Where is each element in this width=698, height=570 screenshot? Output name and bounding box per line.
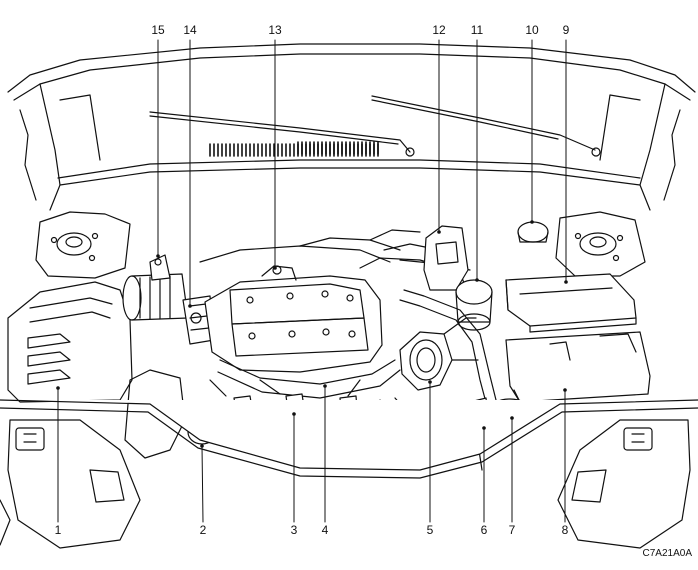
left-headlamp bbox=[7, 419, 141, 549]
callout-number-4: 4 bbox=[322, 523, 329, 537]
callout-number-5: 5 bbox=[427, 523, 434, 537]
battery bbox=[505, 331, 651, 403]
figure-code: C7A21A0A bbox=[642, 548, 692, 559]
callout-anchor-3 bbox=[292, 412, 296, 416]
callout-number-2: 2 bbox=[200, 523, 207, 537]
callout-anchor-1 bbox=[56, 386, 60, 390]
callout-anchor-14 bbox=[188, 304, 192, 308]
callout-leaders bbox=[56, 39, 568, 523]
callout-anchor-9 bbox=[564, 280, 568, 284]
callout-number-13: 13 bbox=[268, 23, 282, 37]
callout-anchor-8 bbox=[563, 388, 567, 392]
callout-number-3: 3 bbox=[291, 523, 298, 537]
callout-number-10: 10 bbox=[525, 23, 539, 37]
callout-anchor-11 bbox=[475, 278, 479, 282]
callout-number-6: 6 bbox=[481, 523, 488, 537]
callout-leader-2 bbox=[201, 445, 204, 523]
cowl-grille bbox=[209, 141, 379, 157]
intake-air-duct bbox=[122, 254, 189, 321]
callout-number-1: 1 bbox=[55, 523, 62, 537]
callout-number-8: 8 bbox=[562, 523, 569, 537]
power-steering-reservoir bbox=[455, 279, 493, 331]
callout-anchor-7 bbox=[510, 416, 514, 420]
callout-number-11: 11 bbox=[471, 23, 484, 37]
hood bbox=[7, 43, 696, 211]
underhood-fuse-block bbox=[505, 273, 637, 333]
right-headlamp bbox=[557, 419, 691, 549]
right-shock-tower bbox=[555, 211, 646, 277]
callout-anchor-6 bbox=[482, 426, 486, 430]
callout-number-9: 9 bbox=[563, 23, 570, 37]
left-shock-tower bbox=[35, 211, 131, 279]
air-cleaner-housing bbox=[7, 281, 133, 403]
callout-anchor-12 bbox=[437, 230, 441, 234]
intake-manifold bbox=[204, 275, 401, 399]
callout-number-7: 7 bbox=[509, 523, 516, 537]
callout-anchor-13 bbox=[273, 266, 277, 270]
callout-anchor-15 bbox=[156, 254, 160, 258]
callout-number-14: 14 bbox=[183, 23, 197, 37]
brake-booster bbox=[399, 317, 479, 391]
callout-number-12: 12 bbox=[432, 23, 446, 37]
callout-number-15: 15 bbox=[151, 23, 165, 37]
washer-fluid-cap bbox=[517, 221, 549, 243]
front-bumper bbox=[0, 399, 698, 546]
callout-anchor-4 bbox=[323, 384, 327, 388]
callout-anchor-10 bbox=[530, 220, 534, 224]
callout-anchor-2 bbox=[200, 444, 204, 448]
callout-anchor-5 bbox=[428, 380, 432, 384]
fuel-rail bbox=[199, 229, 421, 281]
coolant-surge-tank bbox=[423, 225, 469, 291]
